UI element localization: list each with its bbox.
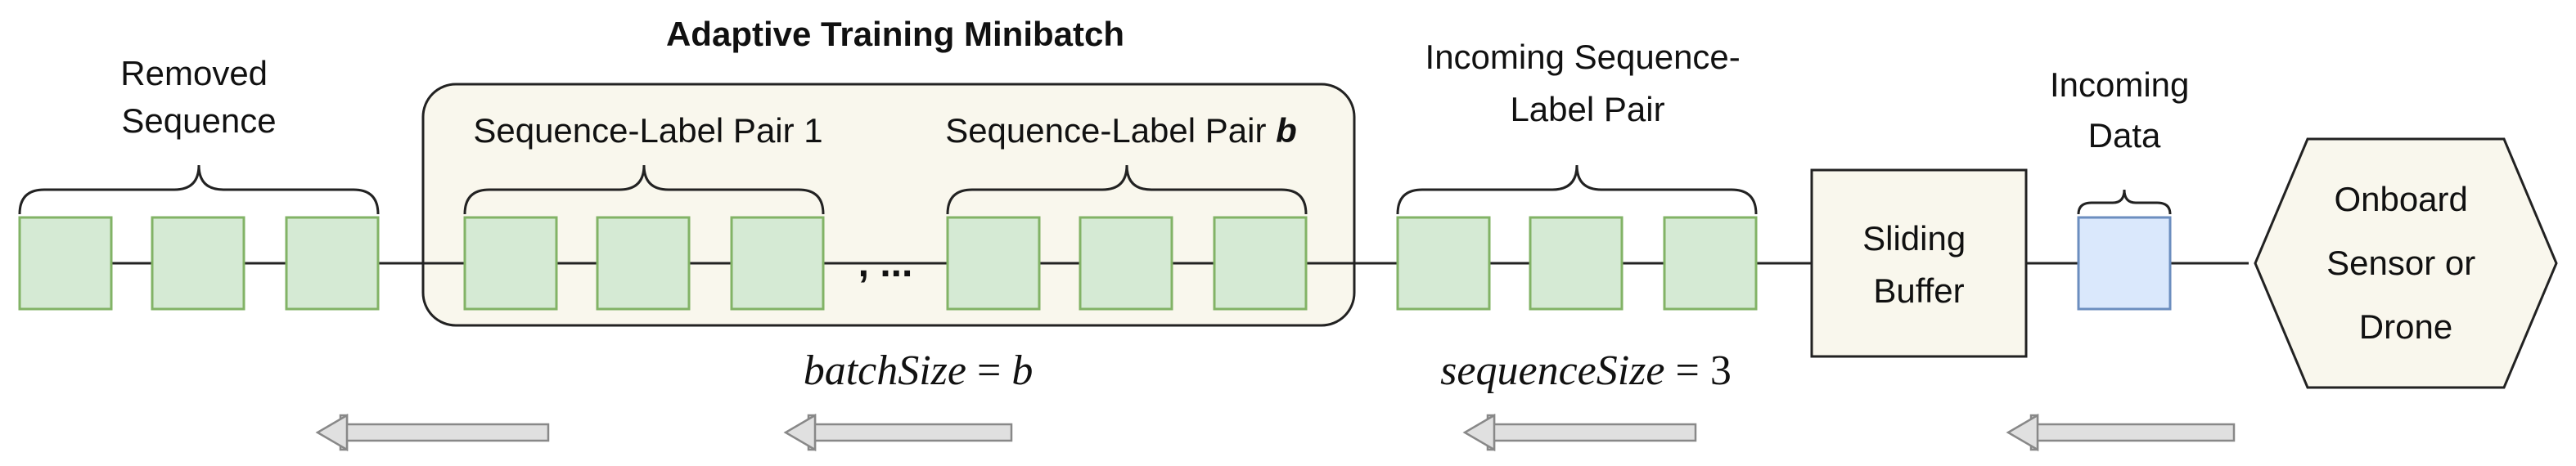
flow-arrow-heads xyxy=(315,413,2039,452)
brace-pair-b xyxy=(946,164,1308,215)
left-arrow-icon xyxy=(1486,414,1697,451)
pair-1-label: Sequence-Label Pair 1 xyxy=(473,111,822,150)
brace-pair-1 xyxy=(463,164,825,215)
diagram-title: Adaptive Training Minibatch xyxy=(666,15,1124,53)
sequence-box xyxy=(1529,216,1624,311)
sequence-box xyxy=(1079,216,1173,311)
sequence-box xyxy=(1213,216,1308,311)
sliding-buffer-box xyxy=(1810,168,2028,358)
left-arrow-icon xyxy=(807,414,1013,451)
brace-removed-sequence xyxy=(18,164,380,215)
incoming-pair-label: Incoming Sequence- Label Pair xyxy=(1425,38,1750,128)
sequence-size-equation: sequenceSize = 3 xyxy=(1440,347,1732,394)
sequence-box xyxy=(730,216,825,311)
sequence-box xyxy=(285,216,380,311)
sequence-box xyxy=(18,216,113,311)
incoming-data-label: Incoming Data xyxy=(2050,65,2199,155)
sequence-box xyxy=(1663,216,1758,311)
sequence-box xyxy=(596,216,691,311)
incoming-data-box xyxy=(2077,216,2172,311)
sequence-box xyxy=(946,216,1041,311)
removed-sequence-label: Removed Sequence xyxy=(120,54,277,140)
sliding-buffer-label: Sliding Buffer xyxy=(1862,219,1975,310)
left-arrow-icon xyxy=(339,414,550,451)
sequence-label-pair-1 xyxy=(463,216,825,311)
brace-incoming-pair xyxy=(1396,164,1758,215)
onboard-sensor-label: Onboard Sensor or Drone xyxy=(2326,180,2485,346)
left-arrowhead-icon xyxy=(2006,413,2039,452)
left-arrowhead-icon xyxy=(315,413,349,452)
removed-sequence xyxy=(18,216,380,311)
pair-b-label: Sequence-Label Pair b xyxy=(945,111,1297,150)
sequence-box xyxy=(151,216,245,311)
left-arrow-icon xyxy=(2029,414,2236,451)
batch-size-equation: batchSize = b xyxy=(804,347,1034,394)
curly-braces xyxy=(18,164,2172,215)
sequence-label-pair-b xyxy=(946,216,1308,311)
onboard-sensor-hexagon xyxy=(2254,137,2558,389)
flow-arrows xyxy=(339,414,2236,451)
left-arrowhead-icon xyxy=(1462,413,1496,452)
sequence-box xyxy=(1396,216,1491,311)
left-arrowhead-icon xyxy=(783,413,817,452)
pair-ellipsis: , ... xyxy=(858,242,913,285)
sequence-box xyxy=(463,216,558,311)
incoming-sequence-label-pair xyxy=(1396,216,1758,311)
brace-incoming-data xyxy=(2077,189,2172,215)
